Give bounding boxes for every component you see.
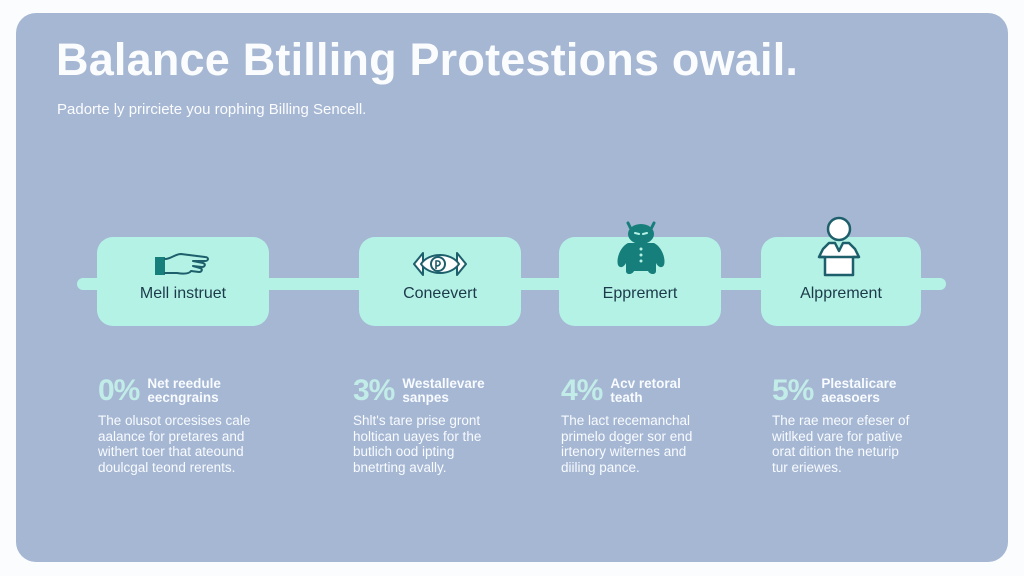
stat-description: The lact recemanchal primelo doger sor e… [561,413,761,475]
robot-figure-icon [614,219,668,282]
stat-title: Westallevare sanpes [402,377,484,405]
stat-body-line: tur eriewes. [772,459,842,475]
step-card-1: Mell instruet [97,237,269,326]
step-label: Alpprement [800,285,882,302]
stat-block-4: 5% Plestalicare aeasoers The rae meor ef… [772,376,972,475]
page-subtitle: Padorte ly prirciete you rophing Billing… [57,101,367,118]
step-label: Coneevert [403,285,477,302]
stat-body-line: butlich ood ipting [353,444,455,459]
stat-percent: 0% [98,374,140,407]
stat-body-line: irtenory witernes and [561,444,687,459]
stat-block-1: 0% Net reedule eecngrains The olusot orc… [98,376,298,475]
stat-percent: 4% [561,374,603,407]
stat-body-line: bnetrting avally. [353,459,447,475]
stat-title-line: sanpes [402,390,449,405]
stat-title-line: Net reedule [147,376,221,391]
stat-body-line: The rae meor efeser of [772,413,910,428]
stat-title-line: aeasoers [821,390,880,405]
stat-body-line: The olusot orcesises cale [98,413,251,428]
stat-percent: 3% [353,374,395,407]
stat-body-line: witlked vare for pative [772,428,903,444]
stat-body-line: Shlt's tare prise gront [353,413,481,428]
stat-title: Acv retoral teath [610,377,681,405]
stat-title: Net reedule eecngrains [147,377,221,405]
pointing-hand-icon [153,251,213,284]
person-icon [815,215,863,282]
stat-body-line: primelo doger sor end [561,428,693,444]
stat-title-line: eecngrains [147,390,219,405]
stat-body-line: aalance for pretares and [98,428,245,444]
stat-title-line: Westallevare [402,376,485,391]
stat-title: Plestalicare aeasoers [821,377,896,405]
stat-body-line: orat dition the neturip [772,444,899,459]
stat-description: Shlt's tare prise gront holtican uayes f… [353,413,553,475]
stat-block-2: 3% Westallevare sanpes Shlt's tare prise… [353,376,553,475]
stat-description: The rae meor efeser of witlked vare for … [772,413,972,475]
stat-body-line: holtican uayes for the [353,428,482,444]
stat-title-line: teath [610,390,643,405]
step-label: Eppremert [602,285,678,302]
stat-description: The olusot orcesises cale aalance for pr… [98,413,298,475]
stat-body-line: doulcgal teond rerents. [98,459,236,475]
stat-block-3: 4% Acv retoral teath The lact recemancha… [561,376,761,475]
stat-body-line: withert toer that ateound [98,444,244,459]
stat-body-line: The lact recemanchal [561,413,691,428]
step-card-2: Coneevert [359,237,521,326]
page-title: Balance Btilling Protestions owail. [56,34,799,85]
stat-title-line: Acv retoral [610,376,681,391]
stat-body-line: diiling pance. [561,459,640,475]
stat-title-line: Plestalicare [821,376,897,391]
eye-icon [411,249,469,284]
step-card-4: Alpprement [761,237,921,326]
step-label: Mell instruet [139,285,227,302]
stat-percent: 5% [772,374,814,407]
